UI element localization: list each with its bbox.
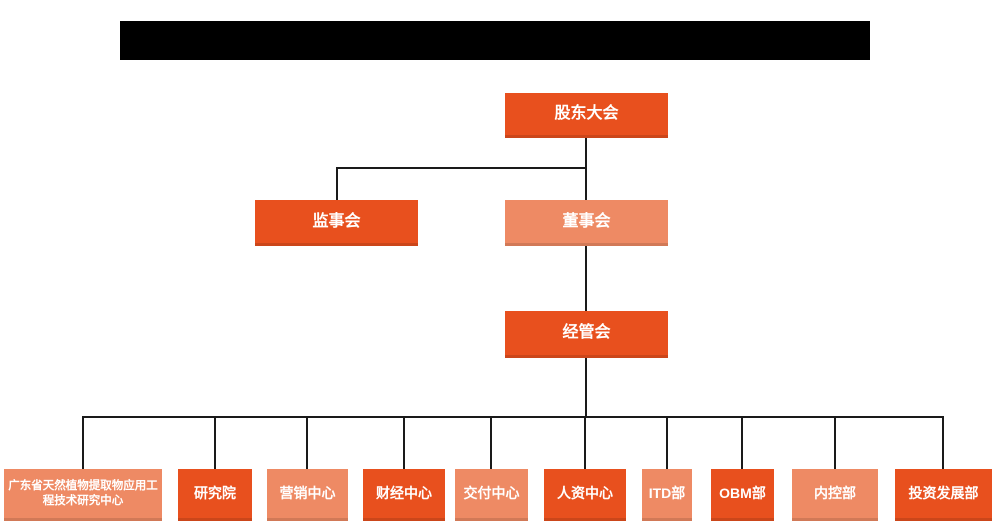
node-dept-obm: OBM部: [711, 469, 774, 521]
node-shareholders-meeting: 股东大会: [505, 93, 668, 138]
node-label: 内控部: [814, 484, 856, 501]
node-label: 董事会: [562, 212, 611, 230]
connector-line: [306, 417, 308, 469]
node-label: 股东大会: [554, 105, 619, 122]
node-supervisory-board: 监事会: [255, 200, 418, 246]
connector-line: [942, 417, 944, 469]
node-dept-finance-center: 财经中心: [363, 469, 445, 521]
connector-line: [585, 138, 587, 200]
node-dept-internal-control: 内控部: [792, 469, 878, 521]
node-management-committee: 经管会: [505, 311, 668, 358]
connector-line: [666, 417, 668, 469]
node-dept-investment-development: 投资发展部: [895, 469, 992, 521]
node-label: 交付中心: [463, 484, 520, 501]
connector-line: [584, 417, 586, 469]
node-label: 人资中心: [557, 484, 613, 501]
connector-line: [82, 417, 84, 469]
redacted-title-bar: [120, 21, 870, 60]
node-dept-research-institute: 研究院: [178, 469, 252, 521]
connector-line: [585, 358, 587, 418]
connector-line: [490, 417, 492, 469]
node-label: 投资发展部: [908, 484, 979, 501]
connector-line: [585, 246, 587, 311]
node-dept-itd: ITD部: [642, 469, 692, 521]
connector-line: [336, 167, 338, 200]
connector-line: [403, 417, 405, 469]
connector-line: [82, 416, 944, 418]
node-label: 财经中心: [376, 484, 432, 501]
node-label: 研究院: [194, 484, 236, 501]
node-dept-delivery-center: 交付中心: [455, 469, 528, 521]
node-board-of-directors: 董事会: [505, 200, 668, 246]
node-dept-marketing-center: 营销中心: [267, 469, 348, 521]
connector-line: [214, 417, 216, 469]
node-dept-engineering-research-center: 广东省天然植物提取物应用工程技术研究中心: [4, 469, 162, 521]
node-label: OBM部: [719, 484, 766, 501]
connector-line: [336, 167, 587, 169]
node-label: 经管会: [562, 324, 611, 341]
node-label: ITD部: [648, 484, 686, 501]
node-label: 营销中心: [279, 484, 336, 501]
node-dept-hr-center: 人资中心: [544, 469, 626, 521]
node-label: 广东省天然植物提取物应用工程技术研究中心: [8, 480, 158, 507]
connector-line: [741, 417, 743, 469]
node-label: 监事会: [312, 212, 361, 230]
connector-line: [834, 417, 836, 469]
